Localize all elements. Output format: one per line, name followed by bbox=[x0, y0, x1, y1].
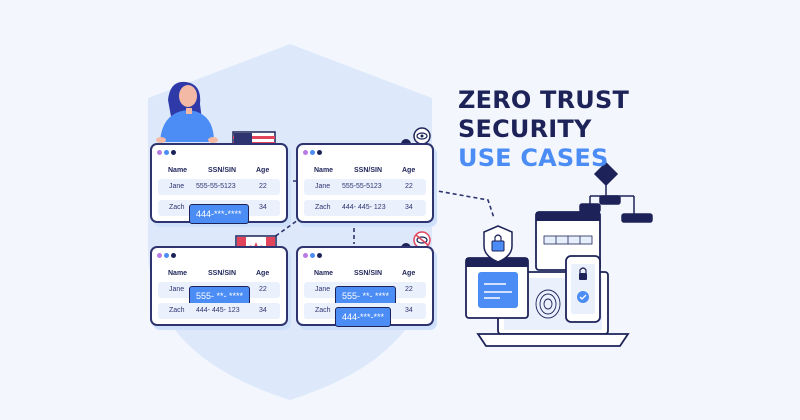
eye-icon bbox=[416, 132, 428, 140]
fingerprint-icon bbox=[535, 289, 561, 319]
eye-slash-icon bbox=[416, 236, 428, 244]
cell-age: 34 bbox=[405, 307, 413, 314]
cell-ssn-masked: 444-***-**** bbox=[189, 204, 249, 224]
col-ssn: SSN/SIN bbox=[208, 270, 237, 277]
phone-icon bbox=[565, 255, 601, 323]
cell-name: Jane bbox=[169, 183, 185, 190]
cell-name: Jane bbox=[315, 183, 331, 190]
cell-ssn: 444- 445- 123 bbox=[342, 204, 386, 211]
cell-ssn: 555-55-5123 bbox=[196, 183, 236, 190]
cell-ssn: 555-55-5123 bbox=[342, 183, 382, 190]
col-ssn: SSN/SIN bbox=[354, 270, 383, 277]
col-name: Name bbox=[314, 167, 334, 174]
cell-ssn-masked: 444-***-*** bbox=[335, 307, 392, 327]
lock-shield-icon bbox=[483, 225, 513, 263]
table-row: Zach 444- 445- 123 34 bbox=[158, 303, 280, 319]
cell-name: Jane bbox=[315, 286, 331, 293]
col-name: Name bbox=[168, 167, 188, 174]
col-ssn: SSN/SIN bbox=[354, 167, 383, 174]
data-card-us-masked: Name SSN/SIN Age Jane 555-55-5123 22 Zac… bbox=[150, 143, 288, 224]
col-age: Age bbox=[256, 167, 270, 174]
table-row: Jane 555- **- **** 22 bbox=[158, 282, 280, 306]
browser-window-front-icon bbox=[465, 257, 529, 319]
cell-age: 34 bbox=[259, 204, 267, 211]
table-row: Zach 444- 445- 123 34 bbox=[304, 200, 426, 216]
col-name: Name bbox=[168, 270, 188, 277]
col-name: Name bbox=[314, 270, 334, 277]
table-row: Jane 555- **- **** 22 bbox=[304, 282, 426, 306]
title-line-3: USE CASES bbox=[458, 144, 609, 172]
table-row: Jane 555-55-5123 22 bbox=[158, 179, 280, 195]
cell-name: Jane bbox=[169, 286, 185, 293]
cell-name: Zach bbox=[169, 307, 185, 314]
window-dots bbox=[303, 253, 322, 258]
cell-name: Zach bbox=[315, 204, 331, 211]
cell-age: 34 bbox=[259, 307, 267, 314]
data-card-canada-masked: Name SSN/SIN Age Jane 555- **- **** 22 Z… bbox=[150, 246, 288, 326]
cell-age: 22 bbox=[259, 183, 267, 190]
title-line-1: ZERO TRUST bbox=[458, 86, 630, 114]
cell-age: 22 bbox=[405, 286, 413, 293]
flowchart-icon bbox=[579, 161, 653, 223]
data-card-restricted: Name SSN/SIN Age Jane 555- **- **** 22 Z… bbox=[296, 246, 434, 327]
title-line-2: SECURITY bbox=[458, 115, 592, 143]
cell-age: 22 bbox=[405, 183, 413, 190]
cell-ssn: 444- 445- 123 bbox=[196, 307, 240, 314]
data-card-viewer: Name SSN/SIN Age Jane 555-55-5123 22 Zac… bbox=[296, 143, 434, 223]
cell-age: 22 bbox=[259, 286, 267, 293]
window-dots bbox=[157, 253, 176, 258]
cell-age: 34 bbox=[405, 204, 413, 211]
table-row: Jane 555-55-5123 22 bbox=[304, 179, 426, 195]
window-dots bbox=[157, 150, 176, 155]
person-illustration bbox=[156, 81, 218, 143]
page-title: ZERO TRUST SECURITY USE CASES bbox=[458, 86, 629, 173]
table-row: Zach 444-***-*** 34 bbox=[304, 303, 426, 327]
cell-name: Zach bbox=[315, 307, 331, 314]
table-row: Zach 444-***-**** 34 bbox=[158, 200, 280, 224]
cell-name: Zach bbox=[169, 204, 185, 211]
col-ssn: SSN/SIN bbox=[208, 167, 237, 174]
window-dots bbox=[303, 150, 322, 155]
col-age: Age bbox=[402, 270, 416, 277]
lock-icon bbox=[491, 240, 505, 252]
col-age: Age bbox=[256, 270, 270, 277]
col-age: Age bbox=[402, 167, 416, 174]
